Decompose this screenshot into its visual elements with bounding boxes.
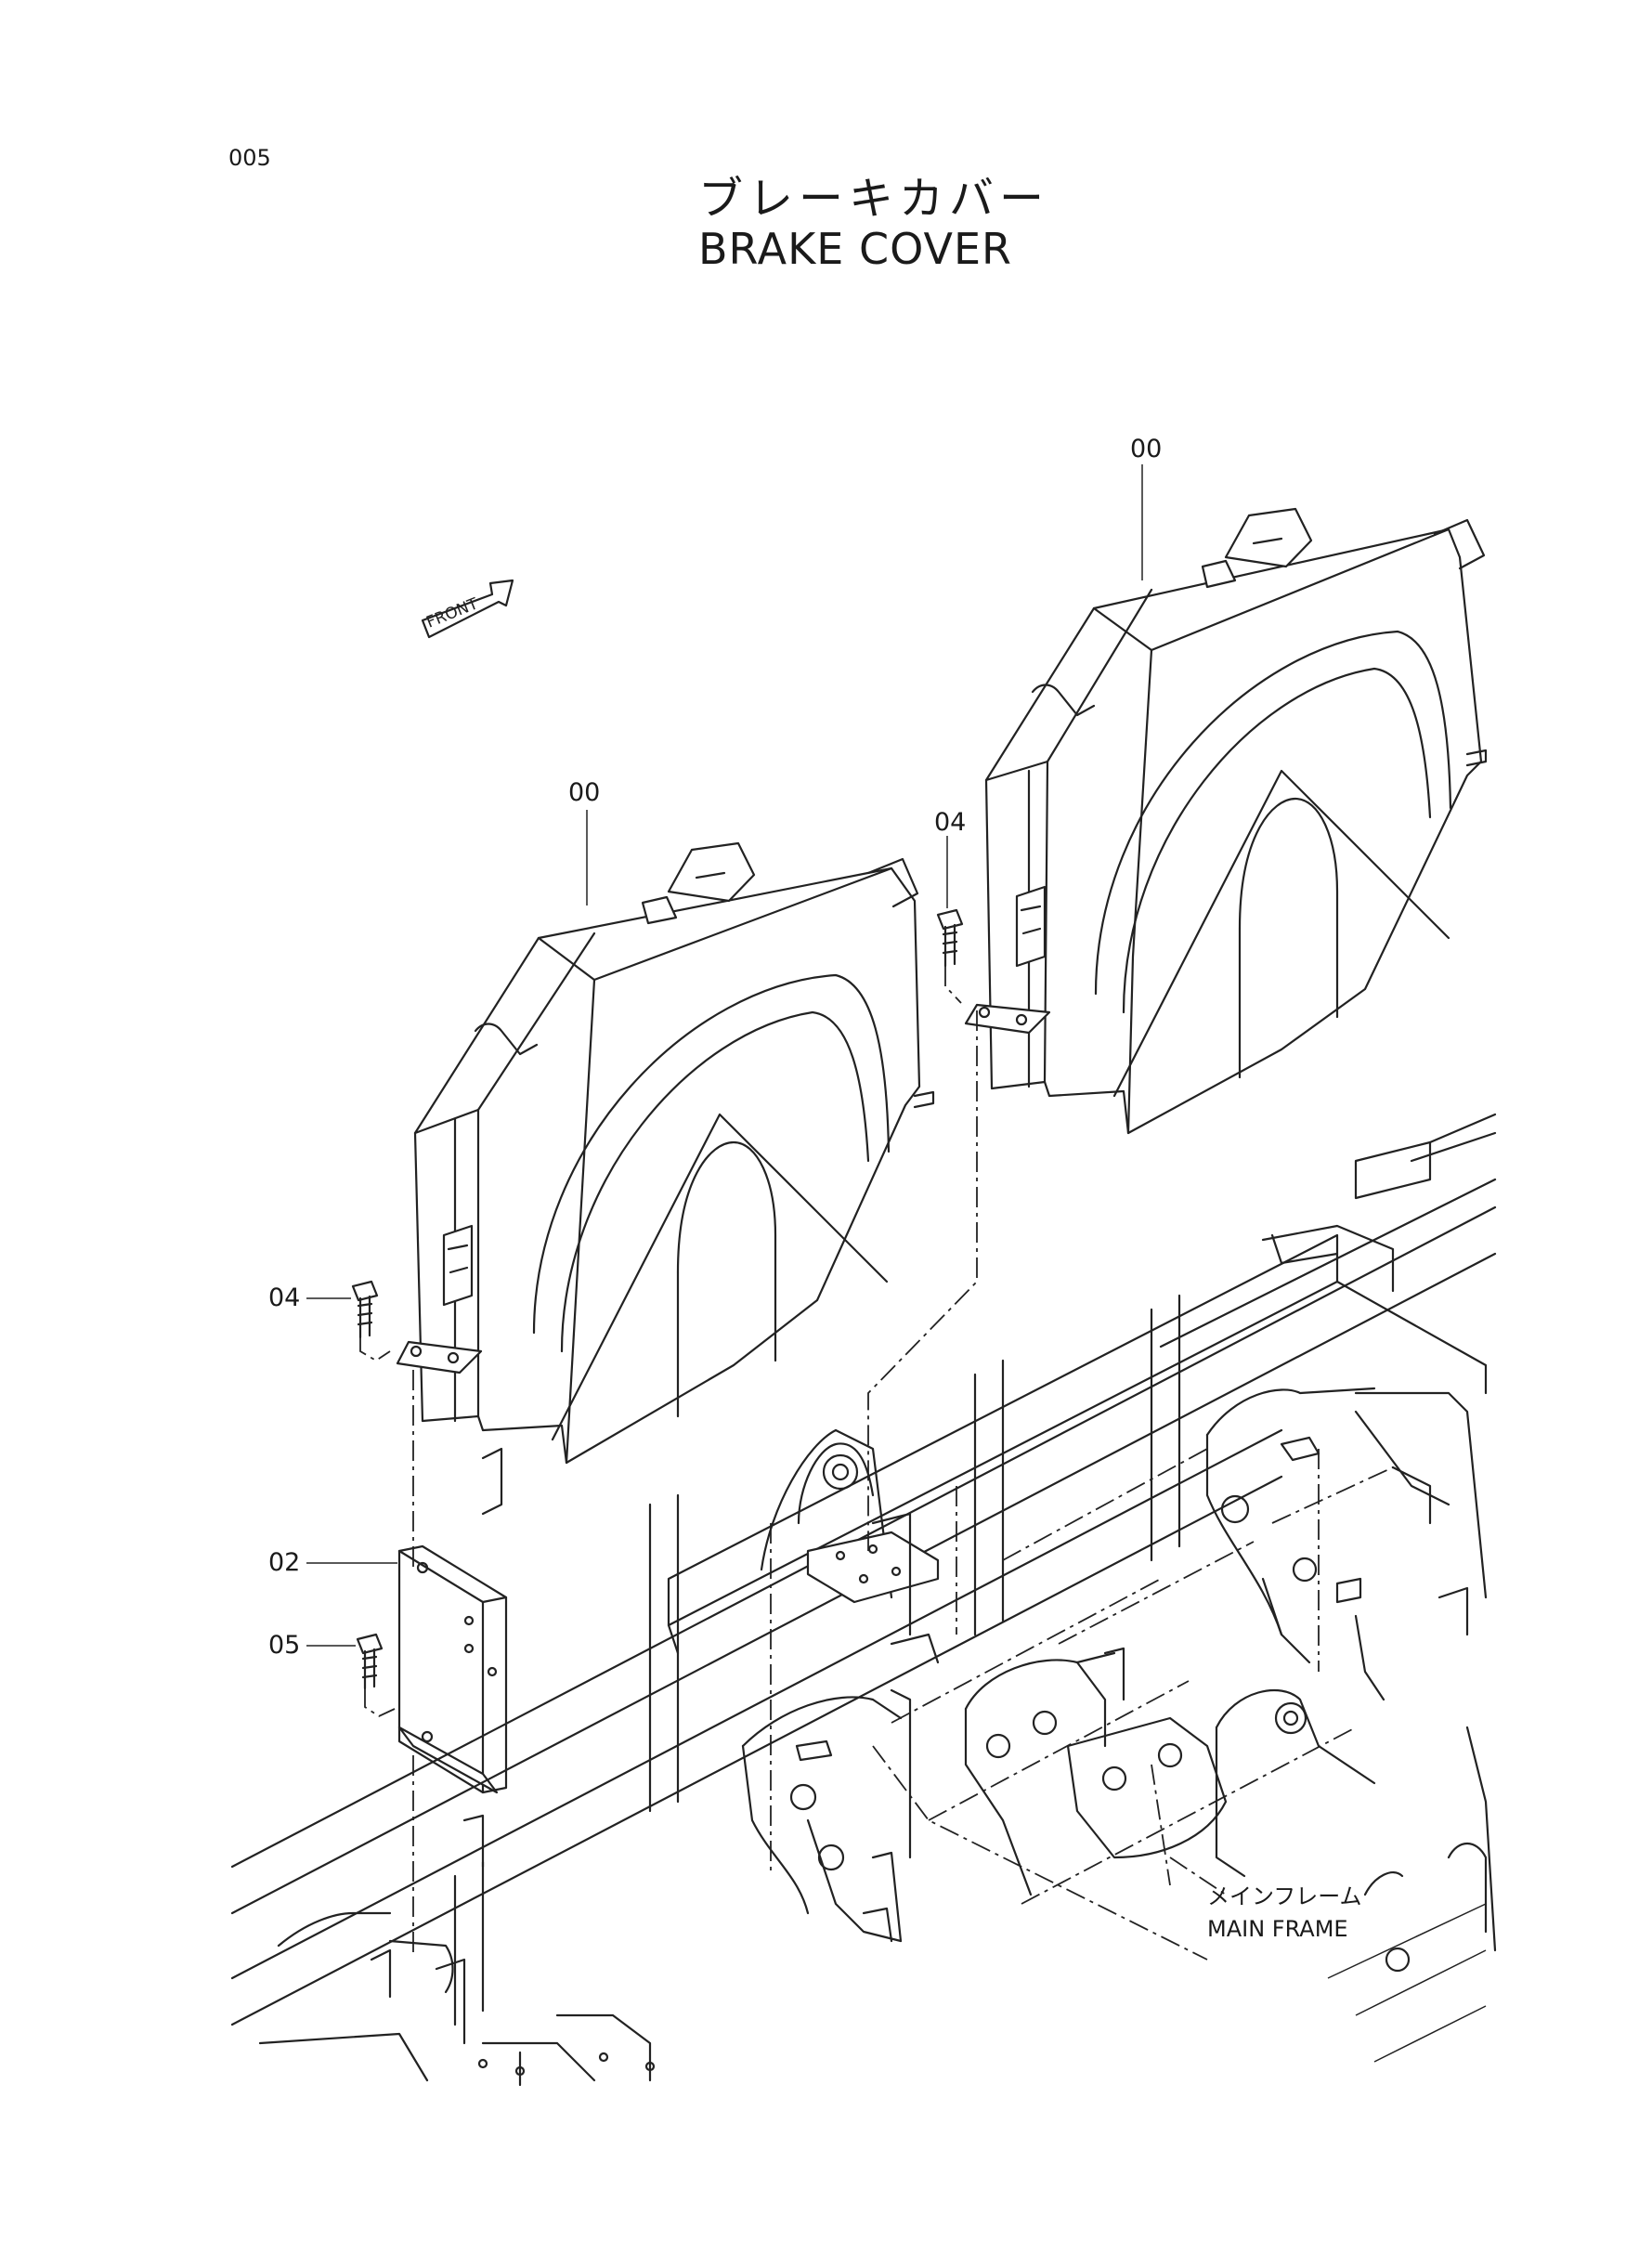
bolt-left — [351, 1280, 379, 1339]
callout-bolt-right: 04 — [934, 808, 967, 837]
front-arrow-label: FRONT — [423, 594, 481, 632]
callout-bolt-left: 04 — [268, 1283, 301, 1312]
page-number: 005 — [228, 145, 271, 171]
callout-cover-left: 00 — [568, 778, 601, 807]
diagram-title-japanese: ブレーキカバー — [698, 173, 1050, 225]
callout-bolt-bracket: 05 — [268, 1631, 301, 1660]
front-arrow-icon: FRONT — [421, 579, 514, 639]
main-frame-label-english: MAIN FRAME — [1207, 1916, 1348, 1942]
main-frame — [230, 1113, 1497, 2087]
callout-bracket: 02 — [268, 1548, 301, 1577]
main-frame-label-japanese: メインフレーム — [1207, 1883, 1362, 1909]
brake-cover-left — [396, 841, 935, 1465]
bracket-02 — [397, 1544, 508, 1794]
brake-cover-right — [964, 507, 1488, 1135]
bolt-right — [936, 908, 964, 968]
bolt-bracket — [356, 1633, 384, 1690]
diagram-title-english: BRAKE COVER — [698, 224, 1012, 274]
leader-lines — [306, 464, 1143, 1647]
callout-cover-right: 00 — [1130, 435, 1163, 463]
assembly-center-lines — [359, 966, 1394, 1961]
